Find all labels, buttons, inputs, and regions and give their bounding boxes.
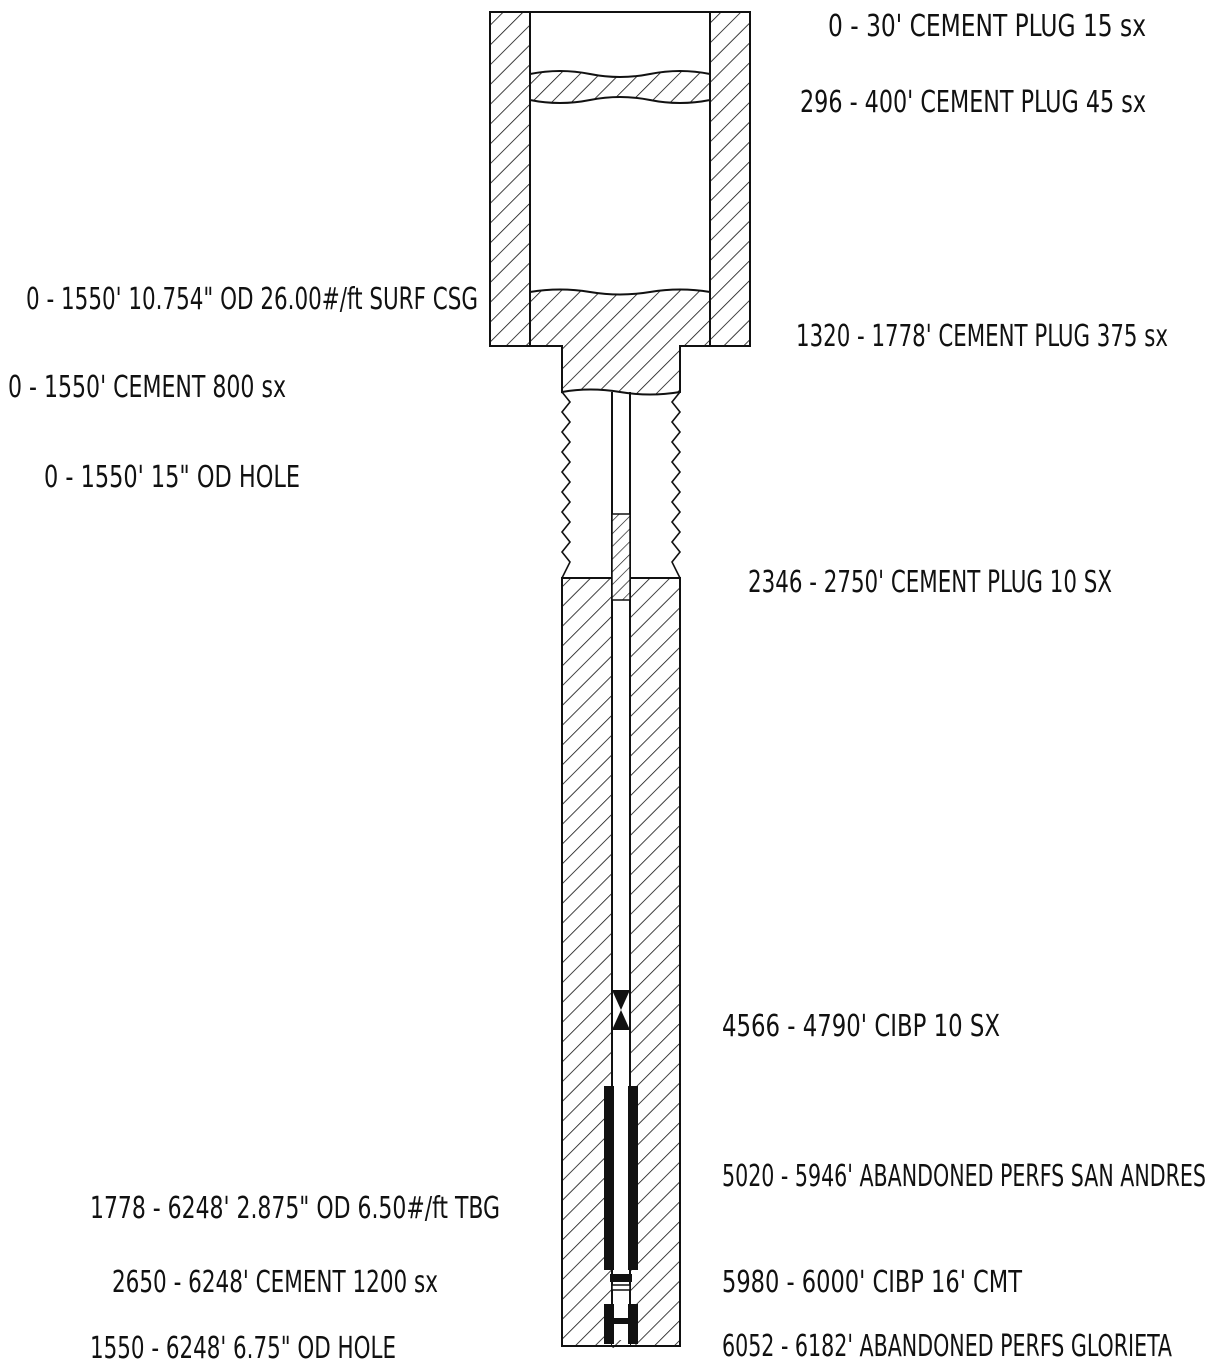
label-surf-hole: 0 - 1550' 15" OD HOLE [44,460,300,495]
label-prod-cement: 2650 - 6248' CEMENT 1200 sx [112,1265,438,1300]
surface-cement-right [709,11,751,347]
production-cement [561,577,681,1348]
label-prod-hole: 1550 - 6248' 6.75" OD HOLE [90,1331,396,1366]
cibp-4566-4790 [612,990,630,1030]
label-plug-2346-2750: 2346 - 2750' CEMENT PLUG 10 SX [748,565,1112,600]
surface-casing [489,11,751,347]
hole-wall-right [670,391,682,579]
label-tubing: 1778 - 6248' 2.875" OD 6.50#/ft TBG [90,1191,500,1226]
label-plug-1320-1778: 1320 - 1778' CEMENT PLUG 375 sx [796,319,1168,354]
perfs-san-andres [604,1086,638,1270]
cibp-5980-6000 [610,1274,632,1291]
hole-wall-left [560,391,572,579]
label-cibp-5980: 5980 - 6000' CIBP 16' CMT [722,1265,1022,1300]
label-plug-296-400: 296 - 400' CEMENT PLUG 45 sx [800,85,1146,120]
label-surf-csg: 0 - 1550' 10.754" OD 26.00#/ft SURF CSG [26,282,478,317]
label-plug-0-30: 0 - 30' CEMENT PLUG 15 sx [828,9,1146,44]
perfs-glorieta [604,1304,638,1344]
cement-plug-2346-2750 [611,513,631,601]
tubing-string [611,392,631,1340]
label-surf-cement: 0 - 1550' CEMENT 800 sx [8,370,286,405]
label-perfs-glorieta: 6052 - 6182' ABANDONED PERFS GLORIETA [722,1329,1172,1364]
label-perfs-san-andres: 5020 - 5946' ABANDONED PERFS SAN ANDRES [722,1159,1206,1194]
label-cibp-4566: 4566 - 4790' CIBP 10 SX [722,1009,1000,1044]
cement-plug-1320-1778 [490,288,750,396]
left-labels: 0 - 1550' 10.754" OD 26.00#/ft SURF CSG … [8,282,500,1366]
cement-plug-296-400 [529,70,711,104]
right-labels: 0 - 30' CEMENT PLUG 15 sx 296 - 400' CEM… [722,9,1206,1364]
surface-cement-left [489,11,531,347]
